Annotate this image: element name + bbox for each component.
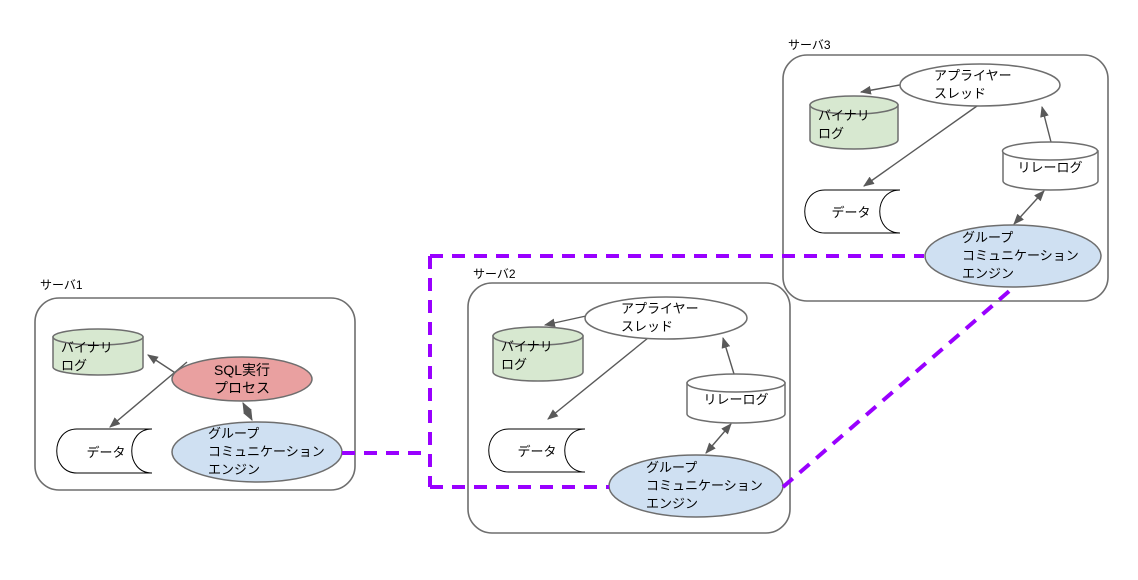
server-2-label: サーバ2 [473, 267, 516, 281]
data-store-text-2: データ [517, 444, 556, 459]
relay-log-cylinder-2: リレーログ [686, 373, 786, 424]
relay-log-text-3: リレーログ [1017, 160, 1082, 175]
relay-log-top-2 [686, 373, 786, 393]
group-replication-links [342, 254, 1016, 489]
data-store-shape-3 [804, 189, 901, 234]
arrow-relay-groupcomm-2 [705, 423, 732, 454]
arrow-sql-groupcomm-1 [242, 402, 253, 421]
binary-log-text-line1-3: バイナリ [818, 108, 870, 123]
link-server2-to-server3 [781, 285, 1016, 489]
sql-process-ellipse: SQL実行 プロセス [171, 356, 313, 402]
sql-process-text-line2: プロセス [214, 380, 270, 396]
data-store-2: データ [488, 428, 586, 473]
server-3-label: サーバ3 [788, 38, 831, 52]
data-store-text-1: データ [86, 445, 125, 460]
relay-log-top-3 [1001, 141, 1099, 161]
relay-log-text-2: リレーログ [703, 392, 768, 407]
applier-thread-text-line2-3: スレッド [934, 86, 986, 101]
arrow-relay-to-applier-2 [721, 336, 735, 375]
binary-log-top-2 [492, 326, 584, 346]
server-2: サーバ2 アプライヤー スレッド バイナリ ログ リレーログ デ [467, 267, 791, 534]
applier-thread-ellipse-3: アプライヤー スレッド [899, 63, 1061, 107]
server-3: サーバ3 アプライヤー スレッド バイナリ ログ リレーログ デ [782, 38, 1109, 302]
sql-process-text-line1: SQL実行 [214, 362, 270, 378]
group-comm-text-line3-1: エンジン [208, 462, 260, 477]
applier-thread-text-line2-2: スレッド [621, 319, 673, 334]
binary-log-body-2 [492, 335, 584, 382]
group-comm-text-line2-3: コミュニケーション [962, 248, 1079, 263]
binary-log-text-line2-1: ログ [61, 358, 87, 373]
relay-log-body-2 [686, 382, 786, 424]
group-comm-text-line3-3: エンジン [962, 266, 1014, 281]
group-comm-text-line1-3: グループ [962, 230, 1013, 245]
group-comm-text-line2-2: コミュニケーション [646, 478, 763, 493]
applier-thread-text-line1-3: アプライヤー [934, 68, 1012, 83]
data-store-1: データ [56, 428, 153, 474]
binary-log-text-line1-2: バイナリ [501, 339, 553, 354]
binary-log-body-3 [809, 104, 899, 150]
group-comm-ellipse-2: グループ コミュニケーション エンジン [608, 454, 784, 518]
arrow-applier-to-binlog-2 [543, 315, 587, 328]
applier-thread-text-line1-2: アプライヤー [621, 301, 699, 316]
binary-log-cylinder-3: バイナリ ログ [809, 95, 899, 150]
data-store-text-3: データ [831, 205, 870, 220]
data-store-3: データ [804, 189, 901, 234]
binary-log-cylinder-1: バイナリ ログ [52, 328, 144, 376]
binary-log-text-line2-2: ログ [501, 357, 527, 372]
relay-log-cylinder-3: リレーログ [1001, 141, 1099, 191]
applier-thread-shape-2 [584, 296, 748, 340]
binary-log-top-1 [52, 328, 144, 346]
server-1-label: サーバ1 [40, 278, 83, 292]
group-comm-ellipse-3: グループ コミュニケーション エンジン [924, 224, 1102, 288]
arrow-relay-groupcomm-3 [1013, 190, 1045, 225]
relay-log-body-3 [1002, 150, 1099, 191]
binary-log-body-1 [52, 336, 144, 376]
group-comm-text-line1-2: グループ [646, 460, 697, 475]
group-comm-text-line1-1: グループ [208, 426, 259, 441]
binary-log-text-line1-1: バイナリ [61, 340, 113, 355]
data-store-shape-2 [488, 428, 586, 473]
applier-thread-shape-3 [899, 63, 1061, 107]
group-comm-shape-3 [924, 224, 1102, 288]
arrow-relay-to-applier-3 [1040, 105, 1052, 143]
applier-thread-ellipse-2: アプライヤー スレッド [584, 296, 748, 340]
group-comm-text-line2-1: コミュニケーション [208, 444, 325, 459]
arrow-applier-to-data-2 [547, 337, 649, 420]
arrow-applier-to-data-3 [863, 105, 978, 187]
binary-log-top-3 [809, 95, 899, 115]
group-comm-text-line3-2: エンジン [646, 496, 698, 511]
arrow-applier-to-binlog-3 [859, 83, 906, 95]
binary-log-text-line2-3: ログ [818, 126, 844, 141]
data-store-shape-1 [56, 428, 153, 474]
sql-process-shape [171, 356, 313, 402]
group-comm-ellipse-1: グループ コミュニケーション エンジン [171, 421, 343, 483]
binary-log-cylinder-2: バイナリ ログ [492, 326, 584, 382]
server-1: サーバ1 バイナリ ログ SQL実行 プロセス データ グループ コミュニケ [34, 278, 356, 491]
